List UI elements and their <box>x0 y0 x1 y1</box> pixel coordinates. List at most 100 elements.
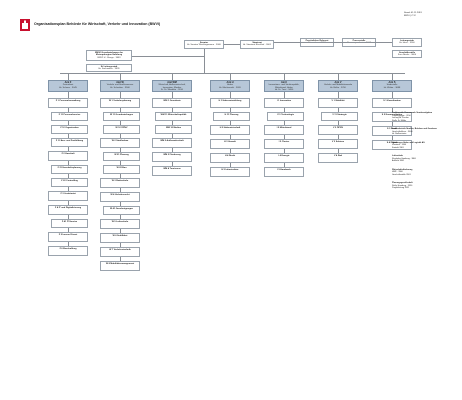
unit-label: S 3 Recht <box>387 127 397 130</box>
sidebar-entry-line: Stellv. Fr. Müller <box>392 119 407 122</box>
department-code: Amt V <box>334 80 342 84</box>
unit-label: W 21 Planung <box>114 153 129 156</box>
box-line: Hr. Hess · 3160 <box>399 42 415 45</box>
page-title: Organisationsplan Behörde für Wirtschaft… <box>34 22 161 26</box>
document-meta: Stand: 01.11.2019 BWVI | Z 12 <box>404 12 454 17</box>
unit-box: S 3 Recht <box>372 126 412 136</box>
unit-label: Z 3 Justiziariat <box>60 192 76 195</box>
meta-ref: BWVI | Z 12 <box>404 14 416 17</box>
department-code: Amt W <box>116 80 124 84</box>
unit-box: I 1 Innovation <box>264 98 304 108</box>
unit-label: W 8 Mobilitätsmanagement <box>105 262 135 265</box>
connector-line <box>172 73 173 80</box>
unit-box: Z 13 Aus- und Fortbildung <box>51 138 88 147</box>
connector-line <box>338 73 339 80</box>
unit-label: V 11 Strategie <box>332 113 347 116</box>
unit-label: H 3 Umwelt <box>224 140 236 143</box>
unit-label: S 2 Kommunikation <box>381 113 403 116</box>
sidebar-entry-line: ReGe Hamburg · 3950 <box>392 184 413 187</box>
unit-box: H 11 Planung <box>213 112 250 121</box>
unit-label: Z 12 Organisation <box>60 126 79 129</box>
unit-box: I 2 Mittelstand <box>264 125 304 135</box>
unit-label: W 41 Genehmigungen <box>110 207 133 210</box>
unit-label: WM 3 Förderung <box>163 153 181 156</box>
unit-box: Z 4 IT und Digitalisierung <box>48 205 88 215</box>
box-line: BWVI H · Runge · 3063 <box>97 56 121 59</box>
connector-line <box>284 73 285 80</box>
sidebar-entry-title: Luftverkehr <box>392 155 404 157</box>
unit-label: W 3 Radverkehr <box>111 179 129 182</box>
unit-label: Z 2 Haushalt <box>61 152 75 155</box>
sidebar-entry-title: Hamburger Hafen und Logistik AG <box>392 141 425 144</box>
unit-label: Z 21 Haushaltsplanung <box>57 166 82 169</box>
unit-box: W 6 Schiffahrt <box>100 233 140 243</box>
sidebar-entry-title: Wirtschaftsförderung <box>392 168 413 171</box>
department-head: Hr. Mackenroth · 3020 <box>219 86 241 89</box>
unit-label: Z 41 IT-Service <box>61 220 78 223</box>
sidebar-entry-line: Vorstand · 3300 <box>392 144 407 146</box>
connector-line <box>274 42 392 43</box>
box-line: Pressesprecherin · 3017 <box>347 42 371 45</box>
unit-box: Z 21 Haushaltsplanung <box>51 165 88 174</box>
department-code: Amt S <box>388 80 396 84</box>
connector-line <box>68 73 69 80</box>
sidebar-entry-line: Kontakt 3301 <box>392 146 404 149</box>
unit-box: V 1 Mobilität <box>318 98 358 108</box>
sidebar-entry-line: Geschäftsführer · 3600 <box>392 130 413 133</box>
unit-label: W 4 Verkehrsrecht <box>110 193 130 196</box>
unit-label: S 1 Koordination <box>383 99 401 102</box>
sidebar-entry-line: HWF · 3900 <box>392 171 403 173</box>
department-name: Verkehr und Straßenwesen <box>106 84 134 87</box>
connector-line <box>204 49 205 73</box>
unit-box: WM 2 Außenwirtschaft <box>152 138 192 148</box>
unit-box: WM 4 Tourismus <box>152 166 192 176</box>
box-title: Geschäftsstelle <box>398 51 416 54</box>
connector-line <box>172 92 173 176</box>
unit-label: Z 22 Controlling <box>61 179 78 182</box>
unit-box: Z 6 Beschaffung <box>48 246 88 256</box>
sidebar-entry-title: Fachbereich Kommunale Sonderaufgaben <box>392 112 433 114</box>
department-name: Innovations- und Strukturpolitik, Mittel… <box>268 84 300 89</box>
unit-label: I 2 Mittelstand <box>276 126 292 129</box>
connector-line <box>132 56 204 57</box>
unit-label: W 2 Straßenbau <box>111 139 129 142</box>
connector-line <box>392 73 393 80</box>
sidebar-entry-title: Landesbetrieb Straßen, Brücken und Gewäs… <box>392 128 438 130</box>
box-line: Frau Neuke · 3000 <box>397 54 417 57</box>
unit-box: W 3 Radverkehr <box>100 178 140 188</box>
logo <box>20 18 30 31</box>
unit-box: Z 5 Innerer Dienst <box>48 232 88 242</box>
connector-line <box>224 44 240 45</box>
meta-date: Stand: 01.11.2019 <box>404 12 422 14</box>
unit-box: H 3 Umwelt <box>210 139 250 149</box>
unit-box: W 2 Straßenbau <box>100 138 140 148</box>
box-title: Pressestelle <box>352 39 366 42</box>
box-title: Staatsrat <box>252 41 262 44</box>
unit-label: W 6 Schiffahrt <box>112 234 128 237</box>
unit-label: V 3 Schiene <box>331 140 345 143</box>
unit-label: WM 1 Grundsatz <box>163 99 181 102</box>
department-code: Amt H <box>226 80 234 84</box>
unit-box: W 7 Verkehrstechnik <box>100 247 140 257</box>
unit-label: WM 11 Wirtschaftspolitik <box>160 113 187 116</box>
unit-box: I 11 Technologie <box>267 112 304 121</box>
department-head: Hr. Walter · 3088 <box>383 86 401 89</box>
unit-box: WM 11 Wirtschaftspolitik <box>155 112 192 121</box>
unit-label: Z 13 Aus- und Fortbildung <box>55 139 84 142</box>
unit-label: I 4 Energie <box>278 154 290 157</box>
unit-label: H 11 Planung <box>224 113 239 116</box>
sidebar-entry-line: Projektleitung 3951 <box>392 187 410 189</box>
box-line: Büroreferent 3016 <box>308 42 326 45</box>
unit-label: V 4 Rad <box>333 154 343 157</box>
sidebar-entry: Landesbetrieb Straßen, Brücken und Gewäs… <box>392 128 454 136</box>
unit-box: S 1 Koordination <box>372 98 412 108</box>
department-code: Amt I <box>281 80 287 84</box>
unit-label: W 5 Luftverkehr <box>111 220 129 223</box>
unit-label: WM 4 Tourismus <box>163 167 181 170</box>
unit-box: I 5 Handwerk <box>264 167 304 177</box>
unit-box: Z 3 Justiziariat <box>48 191 88 201</box>
